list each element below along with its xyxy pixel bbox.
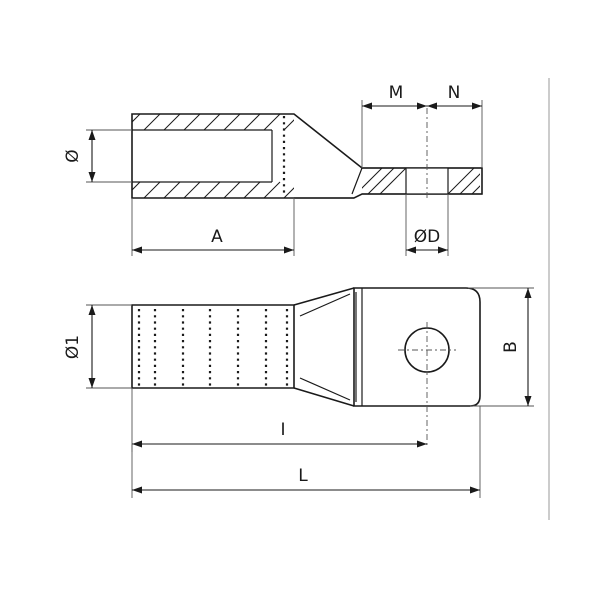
- neck-outline: [293, 287, 355, 407]
- dimension-a: A: [131, 198, 295, 256]
- dim-label-b: B: [501, 341, 521, 353]
- hole-diameter-dimension: ØD: [405, 194, 449, 256]
- dimension-l: L: [131, 406, 481, 498]
- dim-label-dia1: Ø1: [63, 335, 83, 359]
- dim-label-i: I: [280, 420, 285, 440]
- barrel-outline: [131, 304, 295, 389]
- bore-diameter-dimension: Ø: [63, 129, 132, 183]
- dim-label-a: A: [211, 227, 223, 247]
- barrel-diameter-dimension: Ø1: [63, 304, 132, 389]
- palm-outline: [353, 287, 481, 407]
- dimension-i: I: [131, 388, 427, 452]
- crimp-zones: [137, 309, 289, 386]
- dim-label-od: ØD: [414, 227, 440, 247]
- side-section-view: [131, 108, 483, 200]
- palm-section-hatching: [362, 168, 480, 194]
- dimension-m-n: M N: [361, 83, 483, 168]
- transition-contour: [294, 167, 363, 199]
- sleeve-wall-hatching: [132, 114, 294, 198]
- dim-label-l: L: [298, 466, 308, 486]
- dim-label-dia: Ø: [63, 149, 83, 162]
- dim-label-n: N: [448, 83, 461, 103]
- dim-label-m: M: [389, 83, 404, 103]
- dimension-b: B: [468, 287, 534, 407]
- top-plan-view: [131, 287, 481, 446]
- neck-inner-lines: [299, 292, 357, 402]
